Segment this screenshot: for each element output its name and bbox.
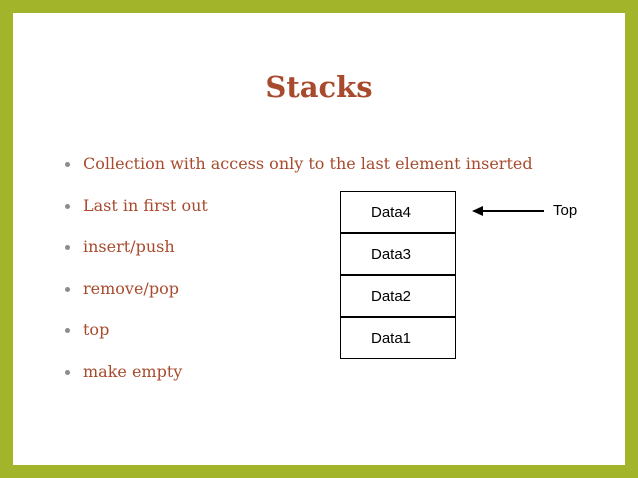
- bullet-text: insert/push: [83, 237, 175, 256]
- bullet-dot-icon: [65, 286, 70, 292]
- bullet-item: make empty: [65, 361, 533, 403]
- bullet-item: insert/push: [65, 236, 533, 278]
- bullet-text: remove/pop: [83, 278, 179, 298]
- stack-cell: Data2: [340, 275, 456, 317]
- bullet-text: make empty: [83, 361, 183, 381]
- stack-cell-top: Data4: [340, 191, 456, 233]
- stack-diagram: Data4 Data3 Data2 Data1: [340, 191, 456, 359]
- stack-cell-bottom: Data1: [340, 317, 456, 359]
- bullet-dot-icon: [65, 245, 70, 250]
- bullet-dot-icon: [65, 203, 70, 209]
- stack-cell-label: Data3: [371, 246, 412, 263]
- slide-title: Stacks: [265, 70, 373, 104]
- stack-cell-label: Data4: [371, 204, 412, 221]
- stack-cell: Data3: [340, 233, 456, 275]
- bullet-text: Last in first out: [83, 195, 208, 215]
- bullet-text: top: [83, 320, 110, 339]
- stack-cell-label: Data2: [371, 288, 412, 305]
- slide-canvas: Stacks Collection with access only to th…: [13, 13, 625, 465]
- stack-cell-label: Data1: [371, 330, 412, 347]
- bullet-dot-icon: [65, 328, 70, 333]
- bullet-list: Collection with access only to the last …: [65, 153, 533, 402]
- bullet-item: remove/pop: [65, 278, 533, 320]
- top-pointer-label: Top: [553, 202, 578, 219]
- bullet-item: Last in first out: [65, 195, 533, 237]
- bullet-dot-icon: [65, 162, 70, 167]
- bullet-item: Collection with access only to the last …: [65, 153, 533, 195]
- bullet-text: Collection with access only to the last …: [83, 154, 533, 173]
- bullet-dot-icon: [65, 369, 70, 375]
- top-pointer-arrow-icon: [472, 206, 544, 216]
- bullet-item: top: [65, 319, 533, 361]
